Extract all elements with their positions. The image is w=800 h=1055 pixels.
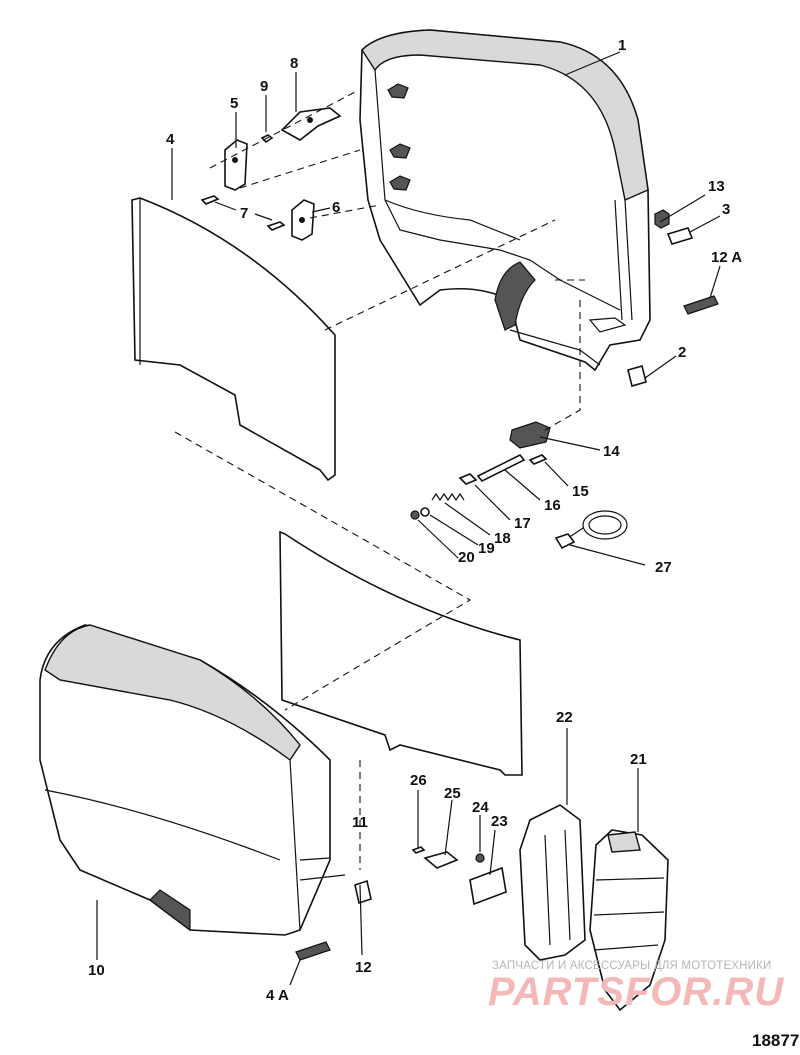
callout-11: 11 — [352, 814, 368, 831]
callout-27: 27 — [655, 559, 672, 576]
leader-lines — [96, 51, 721, 986]
watermark-caption: ЗАПЧАСТИ И АКСЕССУАРЫ ДЛЯ МОТОТЕХНИКИ — [492, 960, 772, 972]
callout-13: 13 — [708, 178, 725, 195]
callout-labels: 1 13 3 12 A 2 4 5 9 8 7 6 14 15 16 17 18… — [88, 37, 742, 1004]
part-14-latch-lever — [509, 421, 551, 449]
callout-14: 14 — [603, 443, 620, 460]
part-11-lower-panel — [279, 530, 523, 776]
callout-19: 19 — [478, 540, 495, 557]
callout-12a: 12 A — [711, 249, 742, 266]
callout-7: 7 — [240, 205, 248, 222]
part-27-cable — [554, 510, 628, 550]
callout-23: 23 — [491, 813, 508, 830]
part-2-block — [627, 365, 647, 387]
figure-number: 18877 — [752, 1031, 800, 1050]
part-23-plate — [469, 866, 507, 906]
callout-24: 24 — [472, 799, 489, 816]
part-16-rod — [476, 453, 526, 483]
callout-26: 26 — [410, 772, 427, 789]
watermark-brand: PARTSFOR.RU — [488, 970, 785, 1014]
part-6-latch — [291, 199, 315, 241]
callout-4a: 4 A — [266, 987, 289, 1004]
part-22-seal — [519, 804, 586, 961]
callout-15: 15 — [572, 483, 589, 500]
callout-6: 6 — [332, 199, 340, 216]
part-18-spring — [431, 492, 465, 502]
callout-12: 12 — [355, 959, 372, 976]
callout-17: 17 — [514, 515, 531, 532]
callout-20: 20 — [458, 549, 475, 566]
callout-3: 3 — [722, 201, 730, 218]
part-17-nut — [458, 473, 478, 485]
callout-4-top: 4 — [166, 131, 175, 148]
part-19-washer — [420, 507, 430, 517]
part-20-nut — [410, 510, 420, 520]
part-7-screws — [200, 195, 286, 231]
part-21-grille — [589, 829, 669, 1012]
callout-16: 16 — [544, 497, 561, 514]
callout-9: 9 — [260, 78, 268, 95]
callout-10: 10 — [88, 962, 105, 979]
part-12-block — [354, 879, 372, 905]
part-13-grommet — [654, 209, 670, 229]
callout-22: 22 — [556, 709, 573, 726]
part-15-screw — [528, 454, 548, 465]
part-25-hook — [423, 851, 459, 869]
callout-25: 25 — [444, 785, 461, 802]
callout-1: 1 — [618, 37, 626, 54]
cowl-rear-housing — [359, 29, 651, 372]
part-4-upper-panel — [131, 197, 336, 482]
part-5-latch — [224, 139, 248, 191]
callout-2: 2 — [678, 344, 686, 361]
part-4a-strip — [295, 941, 331, 961]
part-8-hinge-bracket — [280, 107, 342, 141]
callout-5: 5 — [230, 95, 238, 112]
callout-21: 21 — [630, 751, 647, 768]
part-3-pad — [666, 227, 694, 245]
callout-18: 18 — [494, 530, 511, 547]
part-10-lower-cowl — [39, 624, 346, 936]
part-12a-strip — [683, 295, 719, 315]
callout-8: 8 — [290, 55, 298, 72]
part-24-screw — [475, 853, 485, 863]
alignment-lines — [174, 91, 585, 870]
